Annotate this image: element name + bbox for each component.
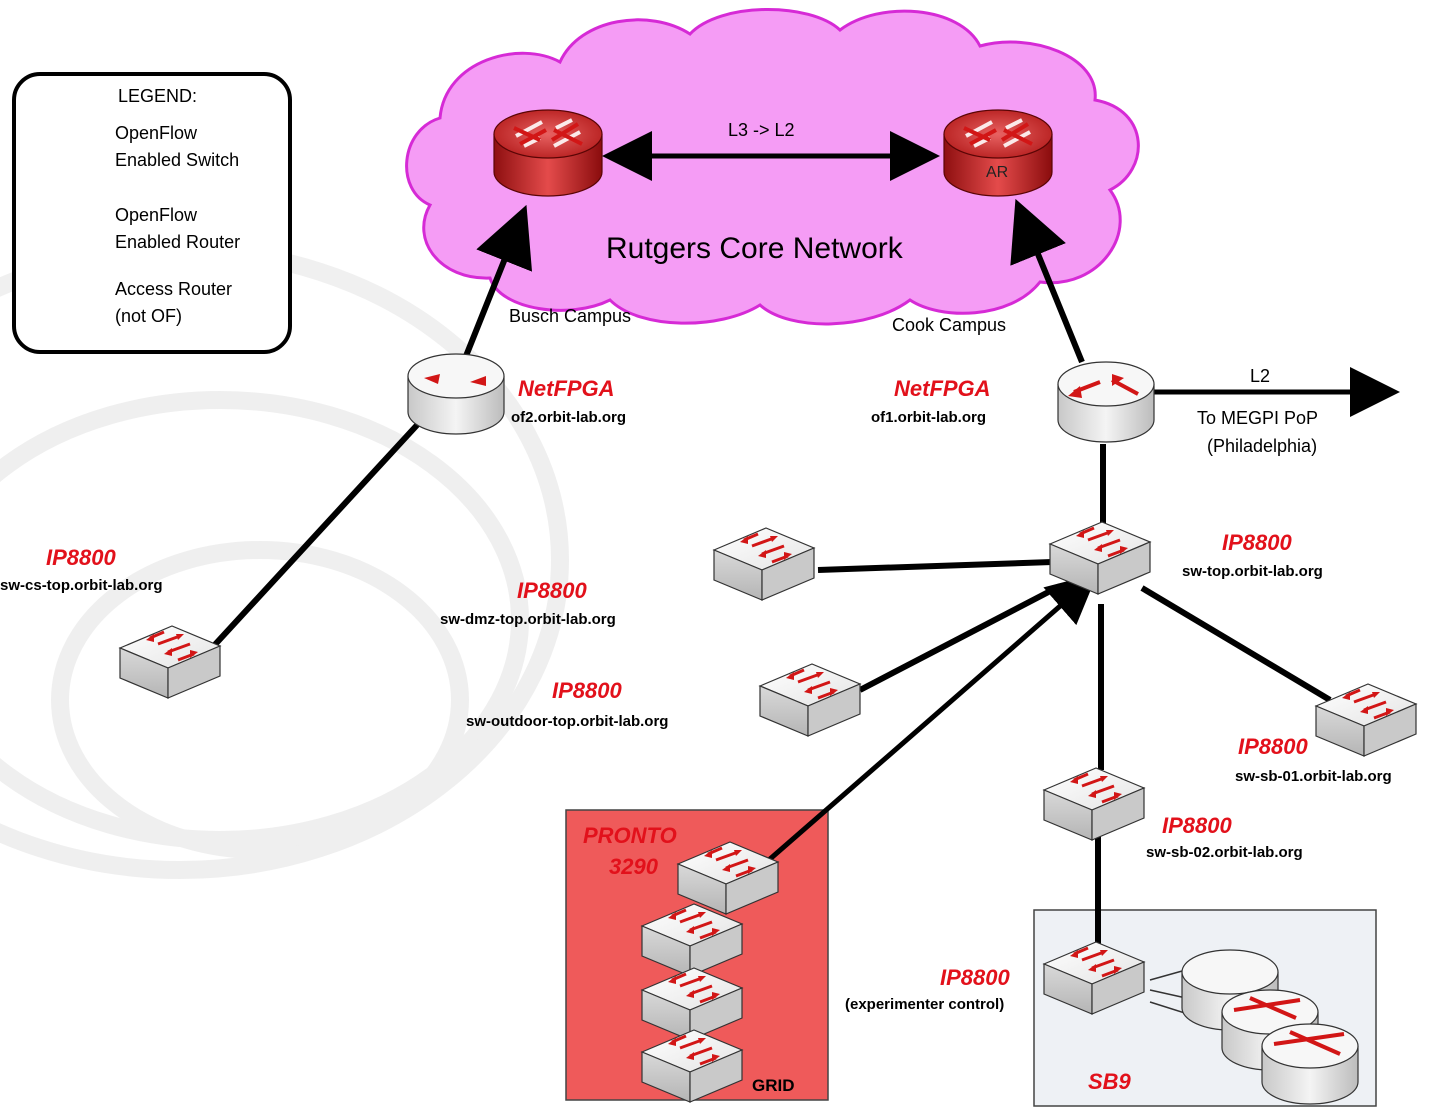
link-of1-ar-right [1010,198,1085,364]
sw-dmz-host: sw-dmz-top.orbit-lab.org [440,611,616,628]
sw-sb02-host: sw-sb-02.orbit-lab.org [1146,844,1303,861]
sw-outdoor-host: sw-outdoor-top.orbit-lab.org [466,713,669,730]
switch-sw-outdoor-top [758,662,862,738]
switch-sw-sb-02 [1042,766,1146,842]
core-link-label: L3 -> L2 [728,120,795,140]
link-sw-dmz [817,559,1053,573]
legend-router-line1: OpenFlow [115,205,198,225]
legend-access-line1: Access Router [115,279,233,299]
megpi-dest-line1: To MEGPI PoP [1197,408,1319,428]
netfpga-left-host: of2.orbit-lab.org [511,409,626,426]
pronto-line2: 3290 [609,854,658,879]
cook-campus-label: Cook Campus [892,315,1007,335]
link-pronto [760,573,1098,868]
access-router-left [492,108,604,198]
sw-cs-label: IP8800 [46,545,116,570]
sw-top-host: sw-top.orbit-lab.org [1182,563,1323,580]
legend-switch-line1: OpenFlow [115,123,198,143]
netfpga-router-of1 [1057,361,1155,443]
sw-dmz-label: IP8800 [517,578,587,603]
core-network-name: Rutgers Core Network [606,232,903,265]
legend-ar-text: AR [55,310,75,326]
legend [12,72,292,354]
netfpga-right-label: NetFPGA [894,376,991,401]
sw-exp-label: IP8800 [940,965,1010,990]
link-sw-outdoor [858,583,1062,693]
sw-sb01-host: sw-sb-01.orbit-lab.org [1235,768,1392,785]
sw-outdoor-label: IP8800 [552,678,622,703]
sb9-label: SB9 [1088,1069,1131,1094]
access-router-right [942,108,1054,198]
sw-sb01-label: IP8800 [1238,734,1308,759]
link-of2-ar-left [459,204,533,368]
sb9-router-2 [1221,989,1319,1071]
netfpga-right-host: of1.orbit-lab.org [871,409,986,426]
switch-sw-top [1048,520,1152,596]
sw-cs-host: sw-cs-top.orbit-lab.org [0,577,163,594]
megpi-dest-line2: (Philadelphia) [1207,436,1318,456]
legend-router-line2: Enabled Router [115,232,241,252]
link-sw-sb01 [1140,585,1332,703]
legend-title: LEGEND: [118,86,198,106]
legend-access-line2: (not OF) [115,306,183,326]
switch-sw-sb-01 [1314,682,1418,758]
core-ar-text: AR [986,164,1009,181]
netfpga-router-of2 [407,353,505,435]
legend-switch-line2: Enabled Switch [115,150,240,170]
switch-sw-cs-top [118,624,222,700]
sw-sb02-label: IP8800 [1162,813,1232,838]
sb9-router-3 [1261,1023,1359,1105]
megpi-l2-label: L2 [1250,366,1271,386]
netfpga-left-label: NetFPGA [518,376,615,401]
sw-exp-host: (experimenter control) [845,996,1005,1013]
switch-sw-dmz-top [712,526,816,602]
grid-label: GRID [752,1076,795,1095]
sw-top-label: IP8800 [1222,530,1292,555]
link-of2-sw-cs [207,421,421,653]
pronto-line1: PRONTO [583,823,677,848]
busch-campus-label: Busch Campus [509,306,632,326]
